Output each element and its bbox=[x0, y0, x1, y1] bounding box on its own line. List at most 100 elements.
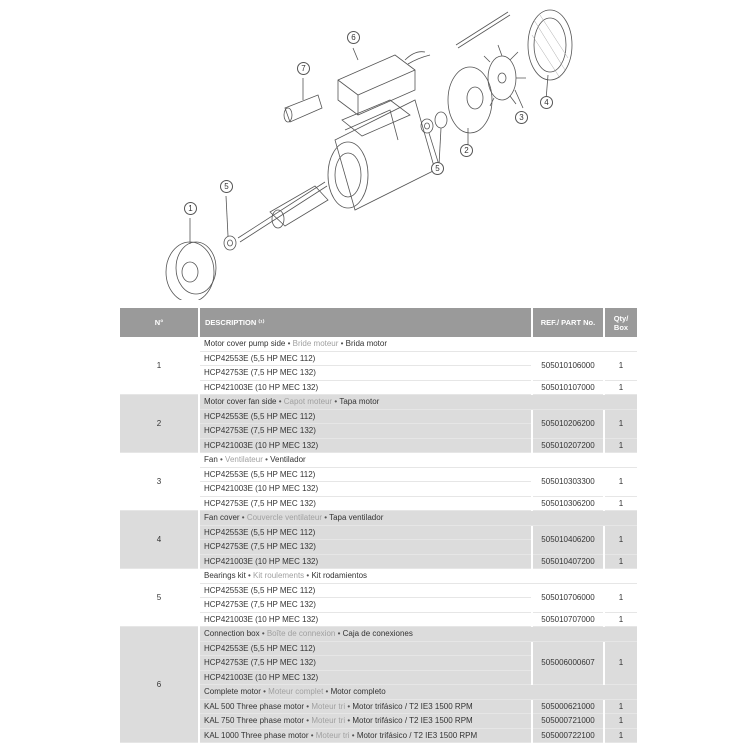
model-description: HCP421003E (10 HP MEC 132) bbox=[200, 670, 531, 685]
item-number: 2 bbox=[120, 395, 198, 453]
header-qty: Qty/ Box bbox=[605, 308, 637, 337]
separator-dot: • bbox=[335, 629, 343, 639]
quantity: 1 bbox=[605, 468, 637, 497]
separator-dot: • bbox=[276, 397, 284, 407]
model-description: HCP421003E (10 HP MEC 132) bbox=[200, 482, 531, 497]
desc-fr: Moteur tri bbox=[311, 716, 346, 726]
quantity: 1 bbox=[605, 352, 637, 381]
separator-dot: • bbox=[349, 730, 357, 740]
part-number: 505010306200 bbox=[533, 497, 603, 511]
desc-es: Tapa motor bbox=[339, 397, 380, 407]
model-description: HCP42753E (7,5 HP MEC 132) bbox=[200, 424, 531, 439]
callout-6: 6 bbox=[347, 31, 360, 44]
part-number: 505006000607 bbox=[533, 641, 603, 685]
item-number: 6 bbox=[120, 627, 198, 743]
separator-dot: • bbox=[285, 339, 293, 349]
desc-es: Ventilador bbox=[270, 455, 306, 465]
table-row: HCP421003E (10 HP MEC 132) bbox=[120, 670, 637, 685]
motor-description: KAL 500 Three phase motor • Moteur tri •… bbox=[200, 699, 531, 714]
quantity: 1 bbox=[605, 613, 637, 627]
separator-dot: • bbox=[239, 513, 247, 523]
separator-dot: • bbox=[304, 571, 312, 581]
header-description: DESCRIPTION ⁽¹⁾ bbox=[200, 308, 531, 337]
quantity: 1 bbox=[605, 554, 637, 569]
desc-fr: Ventilateur bbox=[225, 455, 263, 465]
desc-en: Complete motor bbox=[204, 687, 261, 697]
desc-fr: Moteur complet bbox=[268, 687, 324, 697]
separator-dot: • bbox=[321, 513, 330, 523]
quantity: 1 bbox=[605, 699, 637, 714]
quantity: 1 bbox=[605, 584, 637, 613]
separator-dot: • bbox=[345, 701, 353, 711]
quantity: 1 bbox=[605, 714, 637, 729]
quantity: 1 bbox=[605, 438, 637, 453]
part-number: 505010706000 bbox=[533, 584, 603, 613]
desc-es: Motor completo bbox=[330, 687, 386, 697]
desc-en: KAL 1000 Three phase motor bbox=[204, 730, 309, 740]
table-row: HCP42753E (7,5 HP MEC 132) bbox=[120, 366, 637, 381]
part-number: 505010406200 bbox=[533, 525, 603, 555]
desc-en: KAL 750 Three phase motor bbox=[204, 716, 305, 726]
quantity: 1 bbox=[605, 381, 637, 395]
group-title: Motor cover pump side • Bride moteur • B… bbox=[200, 337, 637, 352]
separator-dot: • bbox=[323, 687, 331, 697]
part-number: 505000621000 bbox=[533, 699, 603, 714]
model-description: HCP421003E (10 HP MEC 132) bbox=[200, 381, 531, 395]
motor-description: KAL 1000 Three phase motor • Moteur tri … bbox=[200, 728, 531, 743]
separator-dot: • bbox=[308, 730, 316, 740]
model-description: HCP42753E (7,5 HP MEC 132) bbox=[200, 656, 531, 671]
part-number: 505010707000 bbox=[533, 613, 603, 627]
header-part-no: REF./ PART No. bbox=[533, 308, 603, 337]
model-description: HCP421003E (10 HP MEC 132) bbox=[200, 554, 531, 569]
desc-en: Connection box bbox=[204, 629, 260, 639]
separator-dot: • bbox=[332, 397, 340, 407]
model-description: HCP42753E (7,5 HP MEC 132) bbox=[200, 497, 531, 511]
part-number: 505010207200 bbox=[533, 438, 603, 453]
callout-5: 5 bbox=[220, 180, 233, 193]
desc-es: Motor trifásico / T2 IE3 1500 RPM bbox=[356, 730, 478, 740]
group-title: Complete motor • Moteur complet • Motor … bbox=[200, 685, 637, 700]
group-title: Fan cover • Couvercle ventilateur • Tapa… bbox=[200, 511, 637, 526]
item-number: 3 bbox=[120, 453, 198, 511]
desc-fr: Bride moteur bbox=[292, 339, 339, 349]
model-description: HCP42553E (5,5 HP MEC 112) bbox=[200, 525, 531, 540]
callout-7: 7 bbox=[297, 62, 310, 75]
separator-dot: • bbox=[304, 701, 312, 711]
model-description: HCP42553E (5,5 HP MEC 112) bbox=[200, 352, 531, 366]
desc-fr: Boîte de connexion bbox=[266, 629, 336, 639]
desc-fr: Capot moteur bbox=[283, 397, 333, 407]
desc-en: Bearings kit bbox=[204, 571, 246, 581]
part-number: 505010107000 bbox=[533, 381, 603, 395]
callout-4: 4 bbox=[540, 96, 553, 109]
part-number: 505010303300 bbox=[533, 468, 603, 497]
group-title: Fan • Ventilateur • Ventilador bbox=[200, 453, 637, 468]
separator-dot: • bbox=[304, 716, 312, 726]
motor-drawing-icon bbox=[165, 9, 573, 303]
item-number: 5 bbox=[120, 569, 198, 627]
separator-dot: • bbox=[338, 339, 346, 349]
desc-en: Motor cover pump side bbox=[204, 339, 286, 349]
table-row: KAL 500 Three phase motor • Moteur tri •… bbox=[120, 699, 637, 714]
table-row: HCP42753E (7,5 HP MEC 132) bbox=[120, 424, 637, 439]
separator-dot: • bbox=[345, 716, 353, 726]
separator-dot: • bbox=[245, 571, 254, 581]
group-title: Bearings kit • Kit roulements • Kit roda… bbox=[200, 569, 637, 584]
model-description: HCP42753E (7,5 HP MEC 132) bbox=[200, 366, 531, 381]
part-number: 505000721000 bbox=[533, 714, 603, 729]
desc-es: Brida motor bbox=[345, 339, 388, 349]
table-row: 6 Connection box • Boîte de connexion • C… bbox=[120, 627, 637, 743]
table-row: KAL 1000 Three phase motor • Moteur tri … bbox=[120, 728, 637, 743]
desc-es: Caja de conexiones bbox=[342, 629, 413, 639]
desc-fr: Moteur tri bbox=[311, 701, 346, 711]
